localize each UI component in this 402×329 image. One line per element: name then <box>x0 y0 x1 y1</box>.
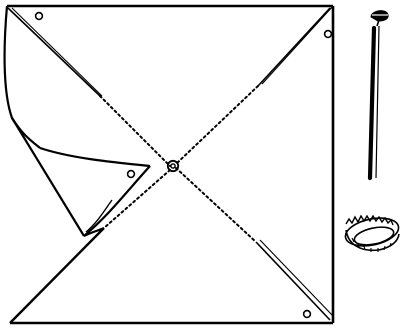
bottle-cap-icon <box>343 214 401 252</box>
fold-line-bottom-left <box>104 170 170 228</box>
hole-top-left <box>36 13 43 20</box>
corner-holes <box>36 13 332 318</box>
stick-icon <box>370 26 379 178</box>
bottom-left-edge <box>10 228 104 323</box>
hole-top-right <box>325 31 332 38</box>
hole-flap <box>128 171 135 178</box>
bottom-right-flap <box>256 240 333 320</box>
fold-line-top-left <box>100 96 170 166</box>
hole-bottom-right <box>304 311 311 318</box>
fold-line-top-right <box>176 86 258 164</box>
folded-flap <box>5 6 150 236</box>
push-pin-icon <box>371 11 388 26</box>
fold-line-bottom-right <box>176 168 256 242</box>
top-left-flap <box>8 8 102 96</box>
top-right-flap <box>258 6 333 86</box>
